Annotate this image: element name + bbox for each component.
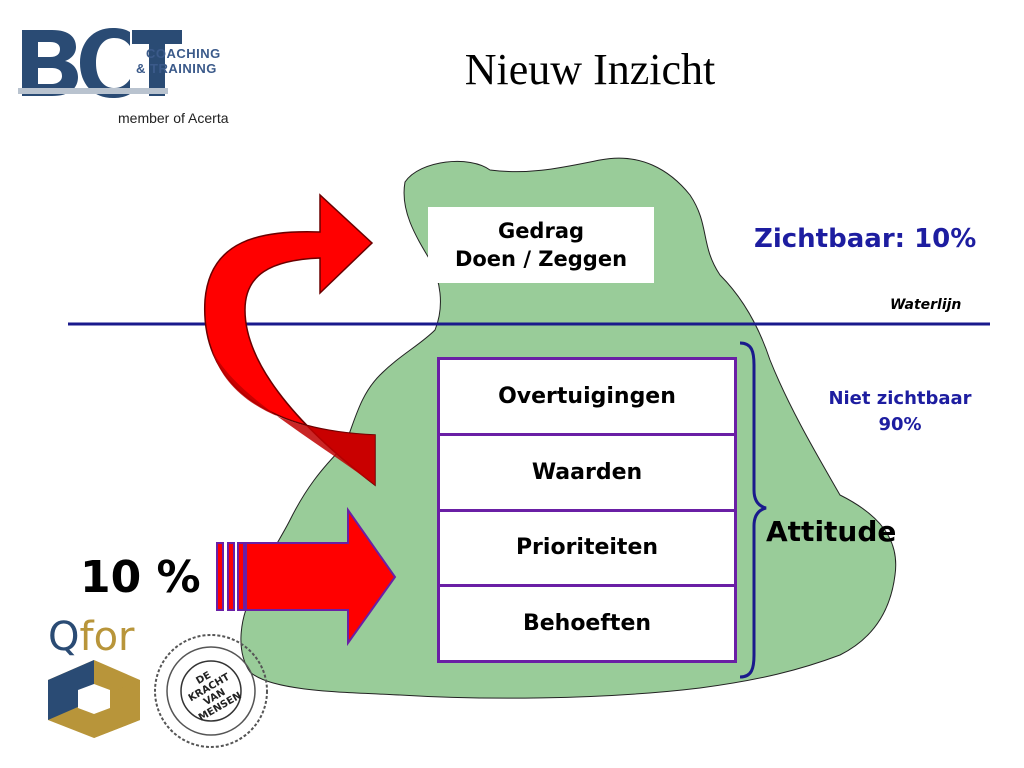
stack-item-prioriteiten: Prioriteiten: [440, 512, 734, 588]
kracht-van-mensen-stamp: DE KRACHT VAN MENSEN: [154, 634, 268, 748]
percent-label: 10 %: [80, 552, 201, 603]
logo-tagline: member of Acerta: [118, 110, 229, 126]
hidden-label-line2: 90%: [878, 414, 922, 435]
attitude-brace: [739, 341, 767, 679]
straight-arrow: [216, 506, 397, 647]
visible-box-line1: Gedrag: [497, 219, 585, 243]
bct-logo: [18, 28, 182, 98]
attitude-label: Attitude: [766, 515, 897, 548]
qfor-logo-mark: [48, 660, 140, 738]
stack-item-waarden: Waarden: [440, 436, 734, 512]
slide-title: Nieuw Inzicht: [464, 45, 716, 94]
hidden-label-line1: Niet zichtbaar: [828, 388, 972, 409]
visible-box-line2: Doen / Zeggen: [454, 247, 628, 271]
qfor-q: Q: [48, 614, 80, 660]
curved-arrow: [204, 193, 376, 487]
waterline-label: Waterlijn: [890, 297, 962, 313]
logo-line-training: & TRAINING: [136, 61, 217, 76]
stack-item-overtuigingen: Overtuigingen: [440, 360, 734, 436]
stack-item-behoeften: Behoeften: [522, 611, 652, 637]
qfor-rest: for: [79, 614, 135, 660]
hidden-label: Niet zichtbaar 90%: [800, 386, 1000, 438]
qfor-logo-text: Qfor: [48, 614, 134, 660]
attitude-stack: Overtuigingen Waarden Prioriteiten Behoe…: [437, 357, 737, 663]
visible-label: Zichtbaar: 10%: [754, 224, 977, 254]
visible-behavior-box: Gedrag Doen / Zeggen: [428, 207, 654, 283]
logo-line-coaching: COACHING: [146, 46, 221, 61]
